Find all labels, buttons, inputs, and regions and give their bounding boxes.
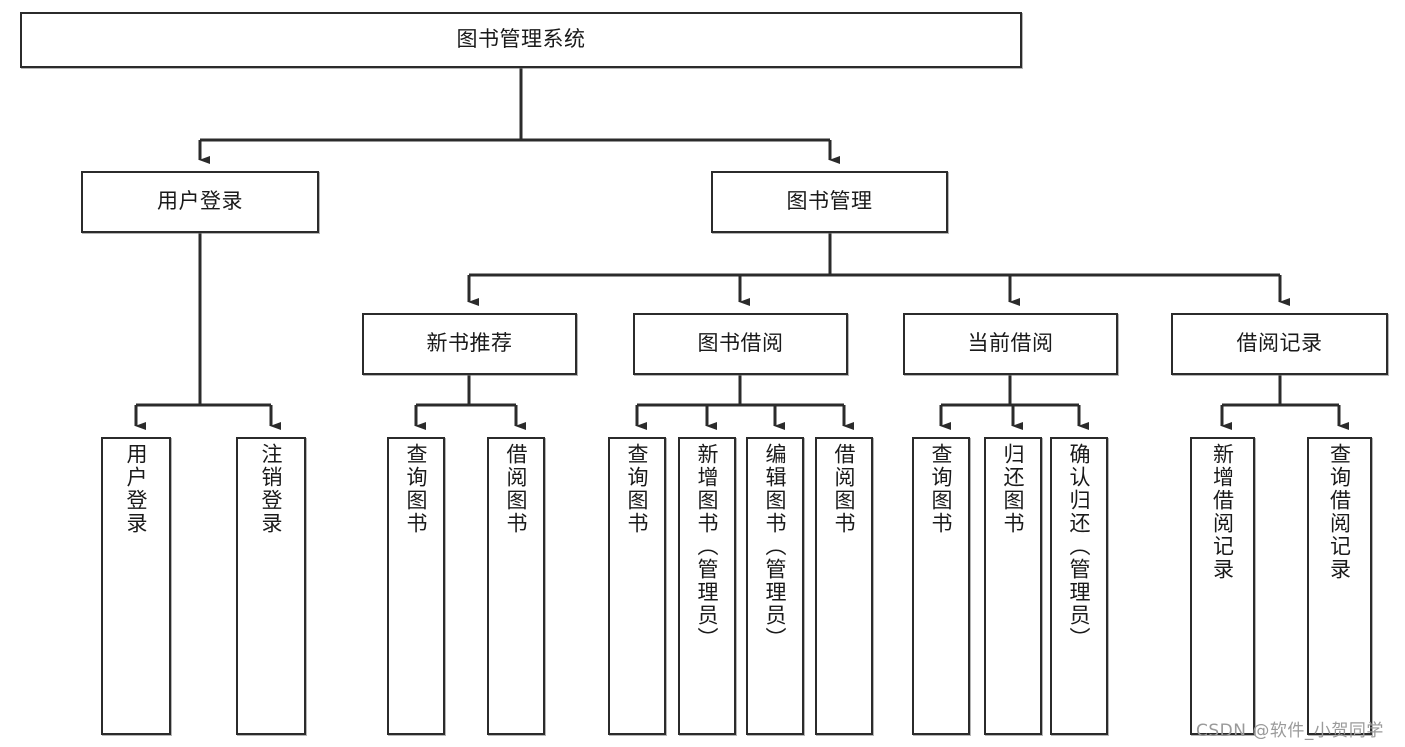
- node-new-book-rec[interactable]: 新书推荐: [362, 313, 577, 375]
- node-leaf-user-login-label: 用户登录: [124, 443, 149, 535]
- node-leaf-borrow-add[interactable]: 新增图书（管理员）: [678, 437, 736, 735]
- node-leaf-rec-query-label: 查询图书: [404, 443, 429, 535]
- node-leaf-user-logout[interactable]: 注销登录: [236, 437, 306, 735]
- node-leaf-borrow-query-label: 查询图书: [625, 443, 650, 535]
- node-root-label: 图书管理系统: [456, 27, 586, 52]
- node-book-manage[interactable]: 图书管理: [711, 171, 948, 233]
- node-leaf-cur-query-label: 查询图书: [929, 443, 954, 535]
- node-leaf-borrow-edit[interactable]: 编辑图书（管理员）: [746, 437, 804, 735]
- node-leaf-user-logout-label: 注销登录: [259, 443, 284, 535]
- node-leaf-cur-return[interactable]: 归还图书: [984, 437, 1042, 735]
- node-borrow-record[interactable]: 借阅记录: [1171, 313, 1388, 375]
- node-user-login[interactable]: 用户登录: [81, 171, 319, 233]
- node-leaf-borrow-lend[interactable]: 借阅图书: [815, 437, 873, 735]
- node-new-book-rec-label: 新书推荐: [426, 331, 513, 356]
- node-leaf-borrow-lend-label: 借阅图书: [832, 443, 857, 535]
- node-leaf-cur-confirm-label: 确认归还（管理员）: [1067, 443, 1092, 650]
- node-borrow-record-label: 借阅记录: [1236, 331, 1323, 356]
- node-leaf-cur-query[interactable]: 查询图书: [912, 437, 970, 735]
- node-book-manage-label: 图书管理: [786, 189, 873, 214]
- node-leaf-rec-search[interactable]: 查询借阅记录: [1307, 437, 1372, 735]
- node-book-borrow[interactable]: 图书借阅: [633, 313, 848, 375]
- node-leaf-borrow-edit-label: 编辑图书（管理员）: [763, 443, 788, 650]
- node-leaf-borrow-query[interactable]: 查询图书: [608, 437, 666, 735]
- node-leaf-rec-borrow[interactable]: 借阅图书: [487, 437, 545, 735]
- node-leaf-rec-add[interactable]: 新增借阅记录: [1190, 437, 1255, 735]
- node-leaf-rec-search-label: 查询借阅记录: [1327, 443, 1352, 581]
- node-user-login-label: 用户登录: [157, 189, 243, 214]
- node-leaf-rec-add-label: 新增借阅记录: [1210, 443, 1235, 581]
- node-root[interactable]: 图书管理系统: [20, 12, 1022, 68]
- node-current-borrow-label: 当前借阅: [967, 331, 1054, 356]
- node-leaf-cur-return-label: 归还图书: [1001, 443, 1026, 535]
- node-current-borrow[interactable]: 当前借阅: [903, 313, 1118, 375]
- node-leaf-rec-query[interactable]: 查询图书: [387, 437, 445, 735]
- node-leaf-borrow-add-label: 新增图书（管理员）: [695, 443, 720, 650]
- node-leaf-rec-borrow-label: 借阅图书: [504, 443, 529, 535]
- node-leaf-user-login[interactable]: 用户登录: [101, 437, 171, 735]
- node-book-borrow-label: 图书借阅: [697, 331, 784, 356]
- node-leaf-cur-confirm[interactable]: 确认归还（管理员）: [1050, 437, 1108, 735]
